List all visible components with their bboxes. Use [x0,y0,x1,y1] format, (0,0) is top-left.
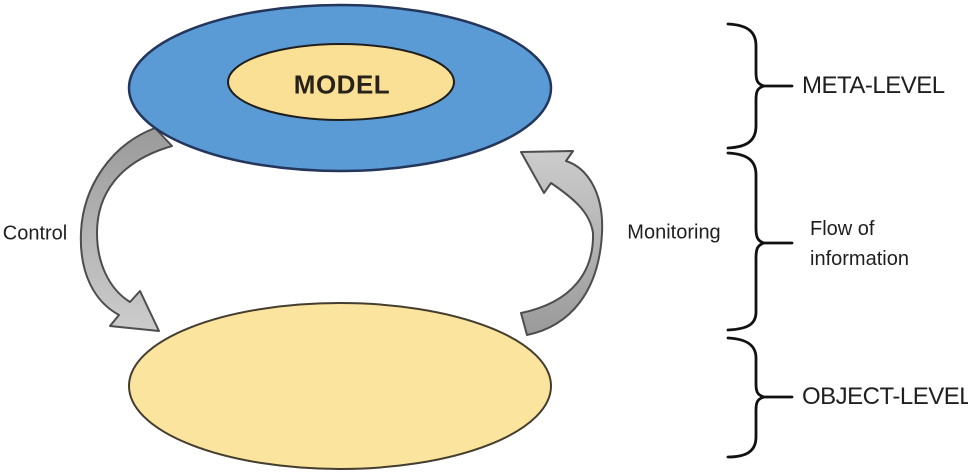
flow-of-information-brace [726,151,794,332]
object-level-brace [726,336,794,459]
meta-level-brace [726,22,794,150]
meta-level-label: META-LEVEL [802,72,945,99]
control-label: Control [2,222,68,245]
object-level-ellipse [128,302,552,470]
monitoring-curved-arrow-icon [520,150,604,336]
flow-of-information-label-line2: information [810,248,909,270]
model-ellipse [227,43,455,121]
flow-of-information-label-line1: Flow of [810,218,875,240]
flow-of-information-label: Flow of information [810,214,909,274]
model-label: MODEL [293,69,391,100]
object-level-label: OBJECT-LEVEL [802,383,968,410]
control-curved-arrow-icon [79,127,173,332]
monitoring-label: Monitoring [627,221,721,244]
